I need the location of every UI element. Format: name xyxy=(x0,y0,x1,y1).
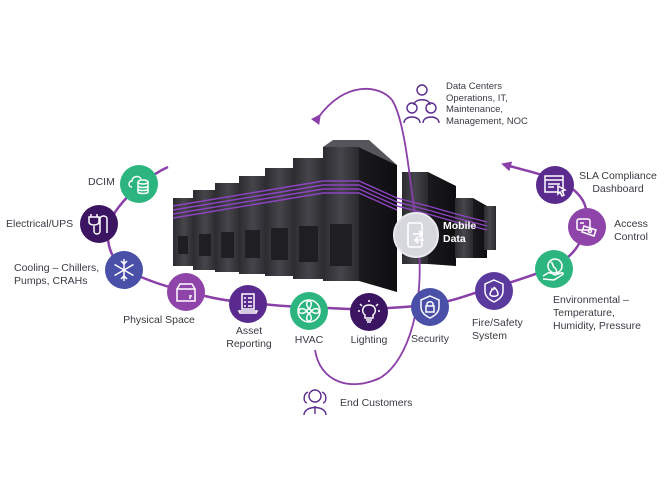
label-line: DCIM xyxy=(88,176,115,188)
mobile-data-line-1: Mobile xyxy=(443,220,477,232)
node-physical-space[interactable] xyxy=(167,273,205,311)
customer-group-icon xyxy=(303,389,327,416)
node-cooling[interactable] xyxy=(105,251,143,289)
mobile-data-line-2: Data xyxy=(443,233,466,245)
box-icon xyxy=(176,283,196,302)
label-line: Lighting xyxy=(350,334,388,346)
label-hvac: HVAC xyxy=(279,334,339,347)
node-dcim[interactable] xyxy=(120,165,158,203)
label-electrical: Electrical/UPS xyxy=(6,218,73,231)
operators-line-2: Operations, IT, xyxy=(446,92,508,104)
label-line: Humidity, Pressure xyxy=(553,320,641,332)
label-environmental: Environmental –Temperature,Humidity, Pre… xyxy=(553,294,641,333)
operators-line-1: Data Centers xyxy=(446,81,502,92)
operators-line-3: Maintenance, xyxy=(446,104,504,115)
server-rack xyxy=(173,140,397,292)
node-asset-reporting[interactable] xyxy=(229,285,267,323)
label-line: Physical Space xyxy=(123,314,195,326)
label-line: Access xyxy=(614,218,648,230)
node-environmental[interactable] xyxy=(535,250,573,288)
server-racks-illustration xyxy=(172,140,496,292)
mobile-sync-icon xyxy=(407,222,424,248)
label-security: Security xyxy=(399,333,461,346)
label-line: Electrical/UPS xyxy=(6,218,74,230)
customers-label: End Customers xyxy=(340,397,413,409)
checklist-laptop-icon xyxy=(237,293,259,314)
node-electrical[interactable] xyxy=(80,205,118,243)
dashboard-cursor-icon xyxy=(544,175,567,198)
globe-hand-icon xyxy=(542,258,564,281)
label-line: Dashboard xyxy=(592,183,644,195)
power-plug-icon xyxy=(88,214,108,235)
rack-vents xyxy=(178,224,352,266)
team-headset-icon xyxy=(403,84,440,124)
shield-flame-icon xyxy=(484,279,504,303)
operators-line-4: Management, NOC xyxy=(446,115,528,127)
node-security[interactable] xyxy=(411,288,449,326)
keycard-icon xyxy=(576,218,597,237)
node-sla-dashboard[interactable] xyxy=(536,166,574,204)
mobile-data-label: Mobile Data xyxy=(443,220,476,246)
lightbulb-icon xyxy=(358,300,380,323)
label-line: Temperature, xyxy=(553,307,615,319)
node-hvac[interactable] xyxy=(290,292,328,330)
label-dcim: DCIM xyxy=(88,176,115,189)
shield-lock-icon xyxy=(420,295,440,319)
node-fire-safety[interactable] xyxy=(475,272,513,310)
label-line: SLA Compliance xyxy=(579,170,657,182)
label-physical-space: Physical Space xyxy=(114,314,204,327)
label-line: HVAC xyxy=(294,334,324,346)
label-line: Control xyxy=(614,231,648,243)
label-line: System xyxy=(472,330,508,342)
label-line: Security xyxy=(411,333,449,345)
snowflake-icon xyxy=(114,259,134,281)
mobile-data-node[interactable] xyxy=(393,212,439,258)
label-line: Asset xyxy=(235,325,263,337)
label-lighting: Lighting xyxy=(338,334,400,347)
node-access-control[interactable] xyxy=(568,208,606,246)
label-line: Pumps, CRAHs xyxy=(14,275,88,287)
label-line: Cooling – Chillers, xyxy=(14,262,100,274)
purple-data-stripes xyxy=(172,180,488,231)
label-line: Environmental – xyxy=(553,294,629,306)
label-line: Reporting xyxy=(226,338,272,350)
cloud-database-icon xyxy=(128,175,149,195)
node-lighting[interactable] xyxy=(350,293,388,331)
label-line: Fire/Safety xyxy=(472,317,523,329)
label-cooling: Cooling – Chillers,Pumps, CRAHs xyxy=(14,262,99,288)
fan-icon xyxy=(297,299,321,323)
